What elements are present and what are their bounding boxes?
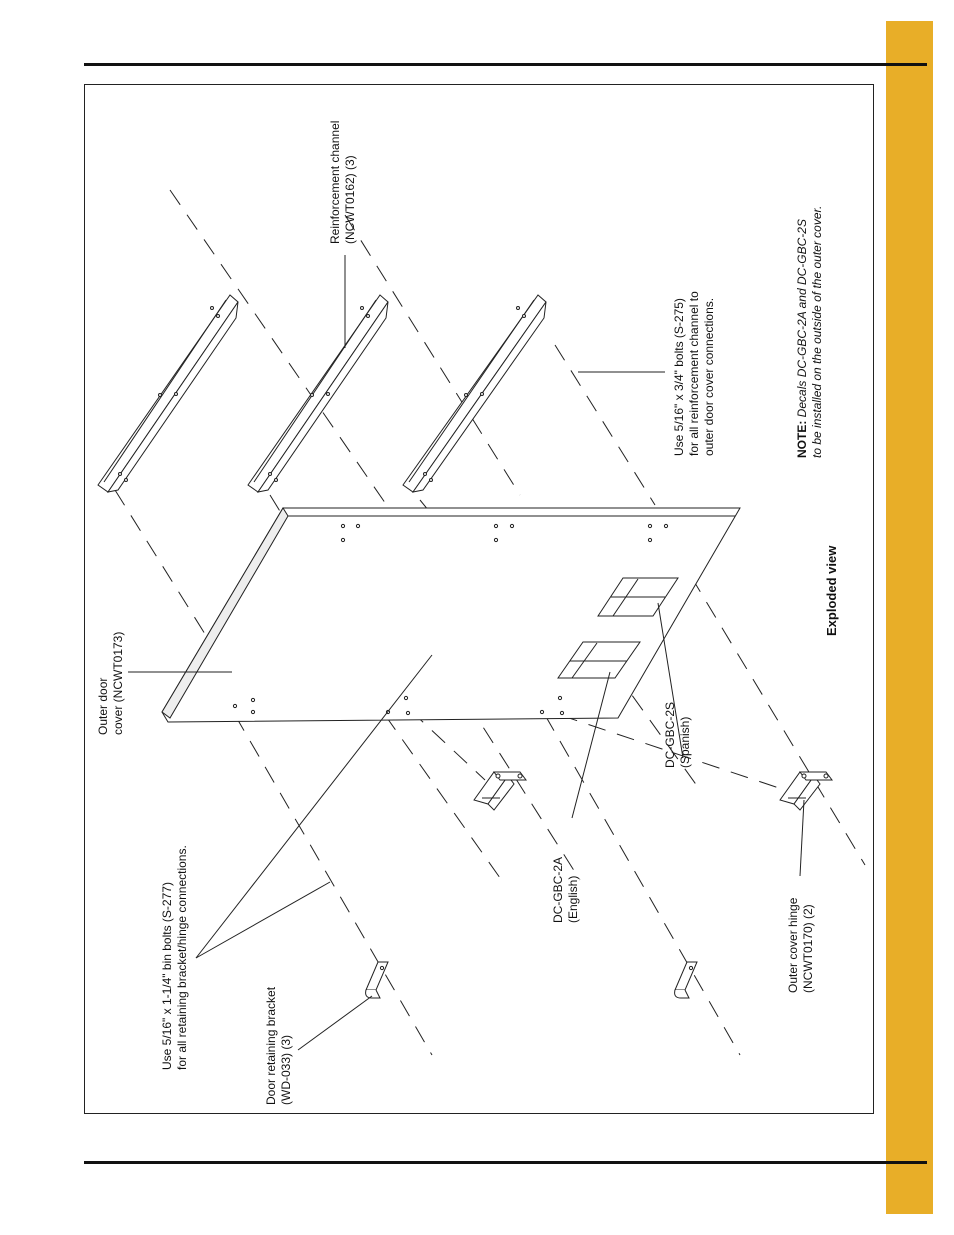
label-door-retaining-bracket: Door retaining bracket(WD-033) (3): [264, 986, 293, 1105]
note-line-1: Decals DC-GBC-2A and DC-GBC-2S: [795, 219, 809, 418]
footer-rule: [84, 1161, 927, 1164]
installation-note: NOTE: Decals DC-GBC-2A and DC-GBC-2S to …: [795, 206, 825, 458]
label-dc-gbc-2s: DC-GBC-2S(Spanish): [663, 701, 692, 768]
label-exploded-view: Exploded view: [824, 545, 839, 636]
label-outer-cover-hinge: Outer cover hinge(NCWT0170) (2): [786, 897, 815, 993]
door-retaining-bracket-1: [365, 961, 389, 999]
door-retaining-bracket-2: [674, 961, 698, 999]
leader-lines: [128, 255, 805, 1051]
header-rule: [84, 63, 927, 66]
reinforcement-channel-3: [402, 294, 547, 493]
label-bolts-s275: Use 5/16" x 3/4" bolts (S-275)for all re…: [672, 291, 716, 456]
diagram-frame: [84, 84, 874, 1114]
decal-dc-gbc-2s: [597, 577, 679, 617]
label-reinforcement-channel: Reinforcement channel(NCWT0162) (3): [328, 120, 357, 244]
outer-cover-hinge-2: [779, 771, 833, 811]
note-line-2: to be installed on the outside of the ou…: [810, 205, 824, 458]
outer-cover-hinge-1: [473, 771, 527, 811]
section-tab: [886, 21, 933, 1214]
label-dc-gbc-2a: DC-GBC-2A(English): [551, 856, 580, 923]
label-bolts-s277: Use 5/16" x 1-1/4" bin bolts (S-277)for …: [160, 845, 189, 1070]
note-label: NOTE:: [795, 420, 809, 458]
reinforcement-channel-1: [97, 294, 239, 493]
reinforcement-channel-2: [247, 294, 389, 493]
decal-dc-gbc-2a: [557, 641, 641, 679]
